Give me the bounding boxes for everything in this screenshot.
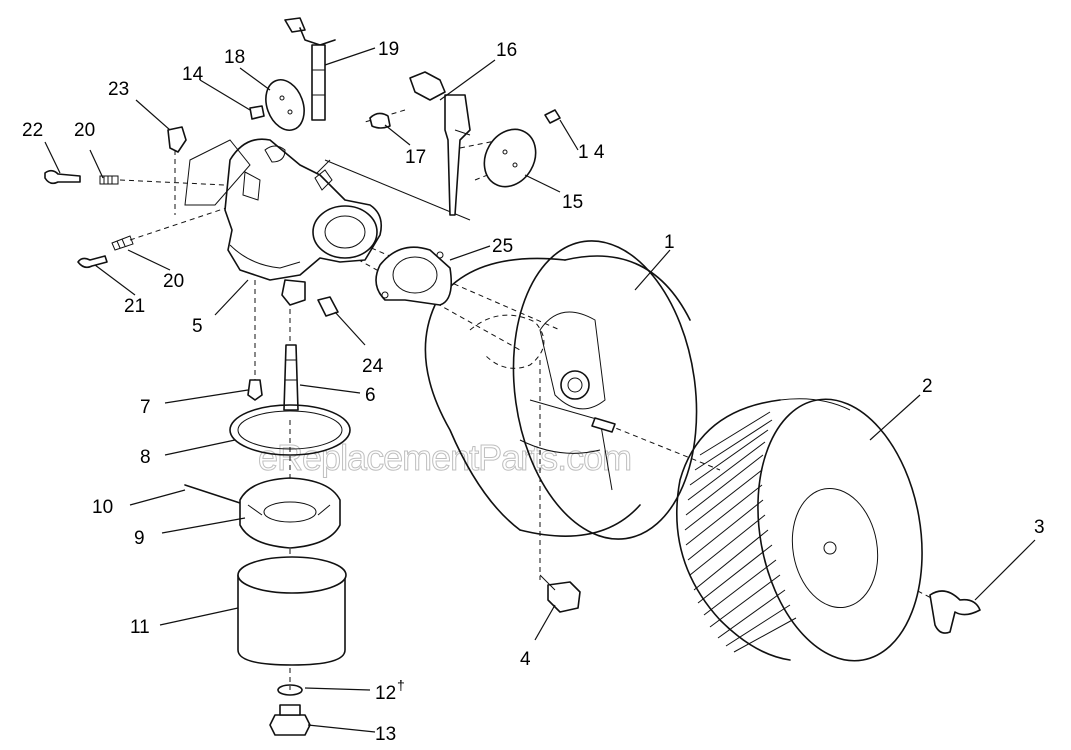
throttle-plate-18 [265, 79, 305, 131]
callout-22: 22 [22, 120, 43, 141]
screw-14-right [544, 109, 561, 124]
callout-2: 2 [922, 376, 933, 397]
choke-plate-15 [483, 128, 537, 188]
callout-3: 3 [1034, 517, 1045, 538]
gasket [375, 246, 453, 306]
callout-25: 25 [492, 236, 513, 257]
callout-labels: 1 2 3 4 5 6 7 8 9 10 11 12 † 13 14 1 4 1… [22, 39, 1045, 745]
choke-shaft-16 [409, 71, 471, 216]
callout-20-upper: 20 [74, 120, 95, 141]
screw-17 [369, 112, 391, 129]
callout-11: 11 [130, 617, 150, 638]
washer-12 [277, 684, 303, 696]
callout-7: 7 [140, 397, 151, 418]
fuel-bowl-11 [237, 556, 347, 666]
callout-leaders [44, 47, 1036, 733]
callout-9: 9 [134, 528, 145, 549]
spring-20-upper [99, 175, 119, 185]
callout-20-lower: 20 [163, 271, 184, 292]
needle-7 [247, 379, 263, 401]
callout-6: 6 [365, 385, 376, 406]
bowl-nut-13 [269, 704, 311, 736]
filter-pleats [684, 411, 797, 653]
wing-nut [929, 590, 981, 634]
callout-19: 19 [378, 39, 399, 60]
idle-screw-22 [44, 169, 81, 185]
air-cleaner-housing [424, 240, 698, 540]
fitting-23 [167, 126, 187, 153]
callout-17: 17 [405, 147, 426, 168]
callout-12-mark: † [397, 677, 405, 693]
bowl-gasket-8 [229, 404, 351, 456]
screw-24 [317, 296, 339, 317]
pin-10 [184, 484, 241, 504]
callout-14-left: 14 [182, 64, 204, 85]
screw-21 [77, 255, 108, 269]
callout-24: 24 [362, 356, 384, 377]
callout-14-right: 1 4 [578, 142, 605, 163]
callout-5: 5 [192, 316, 203, 337]
watermark-text: eReplacementParts.com [258, 437, 631, 478]
callout-10: 10 [92, 497, 113, 518]
float-9 [239, 477, 341, 549]
housing-stud [591, 417, 616, 433]
callout-8: 8 [140, 447, 151, 468]
callout-21: 21 [124, 296, 145, 317]
spring-20-lower [111, 235, 134, 251]
filter-element [676, 398, 923, 662]
main-nozzle-6 [283, 344, 299, 411]
throttle-shaft-19 [284, 17, 336, 121]
callout-13: 13 [375, 724, 396, 745]
screw-14-left [249, 105, 265, 120]
callout-16: 16 [496, 40, 517, 61]
bolt-4 [539, 574, 581, 613]
callout-15: 15 [562, 192, 583, 213]
carburetor-body [184, 138, 383, 306]
callout-23: 23 [108, 79, 129, 100]
callout-18: 18 [224, 47, 245, 68]
callout-1: 1 [664, 232, 675, 253]
callout-4: 4 [520, 649, 531, 670]
callout-12: 12 [375, 683, 396, 704]
